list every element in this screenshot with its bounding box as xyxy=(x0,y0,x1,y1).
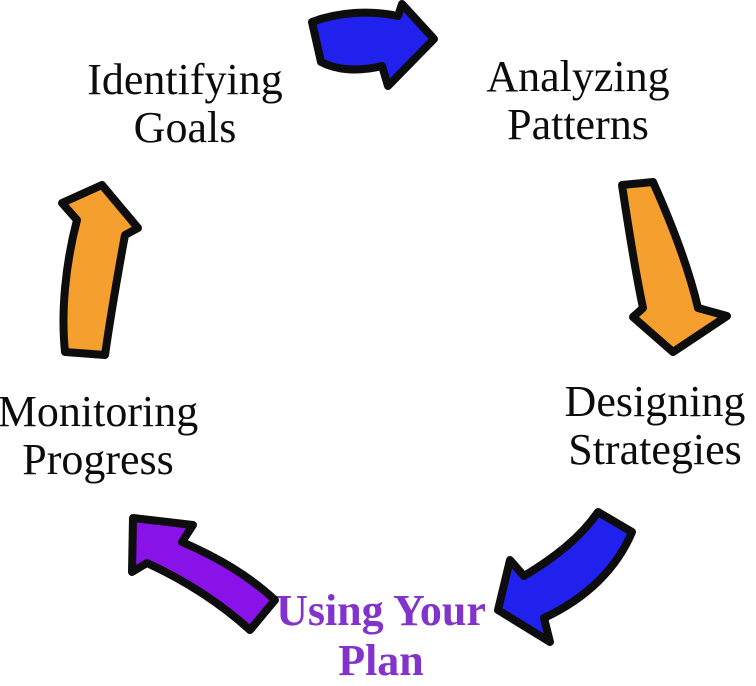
step-label-designing-strategies: Designing Strategies xyxy=(535,378,756,474)
arrow-plan-to-monitoring xyxy=(128,514,279,634)
arrow-up-left-icon xyxy=(128,514,279,634)
step-label-line: Patterns xyxy=(507,100,649,149)
step-label-line: Goals xyxy=(133,103,237,152)
step-label-line: Identifying xyxy=(87,55,283,104)
step-label-line: Using Your xyxy=(276,586,486,635)
step-label-using-your-plan: Using Your Plan xyxy=(250,586,512,686)
arrow-down-icon xyxy=(618,178,731,356)
arrow-right-icon xyxy=(308,0,438,90)
arrow-monitoring-to-goals xyxy=(58,181,142,359)
step-label-line: Progress xyxy=(22,435,174,484)
step-label-analyzing-patterns: Analyzing Patterns xyxy=(448,53,708,149)
arrow-down-left-icon xyxy=(494,508,636,646)
step-label-line: Plan xyxy=(338,636,424,685)
arrow-goals-to-patterns xyxy=(308,0,438,90)
step-label-line: Strategies xyxy=(568,425,742,474)
arrow-strategies-to-plan xyxy=(494,508,636,646)
step-label-line: Analyzing xyxy=(486,52,670,101)
step-label-line: Designing xyxy=(564,377,746,426)
step-label-monitoring-progress: Monitoring Progress xyxy=(0,388,208,484)
arrow-up-icon xyxy=(58,181,142,359)
step-label-line: Monitoring xyxy=(0,387,199,436)
step-label-identifying-goals: Identifying Goals xyxy=(60,56,310,152)
arrow-patterns-to-strategies xyxy=(618,178,731,356)
